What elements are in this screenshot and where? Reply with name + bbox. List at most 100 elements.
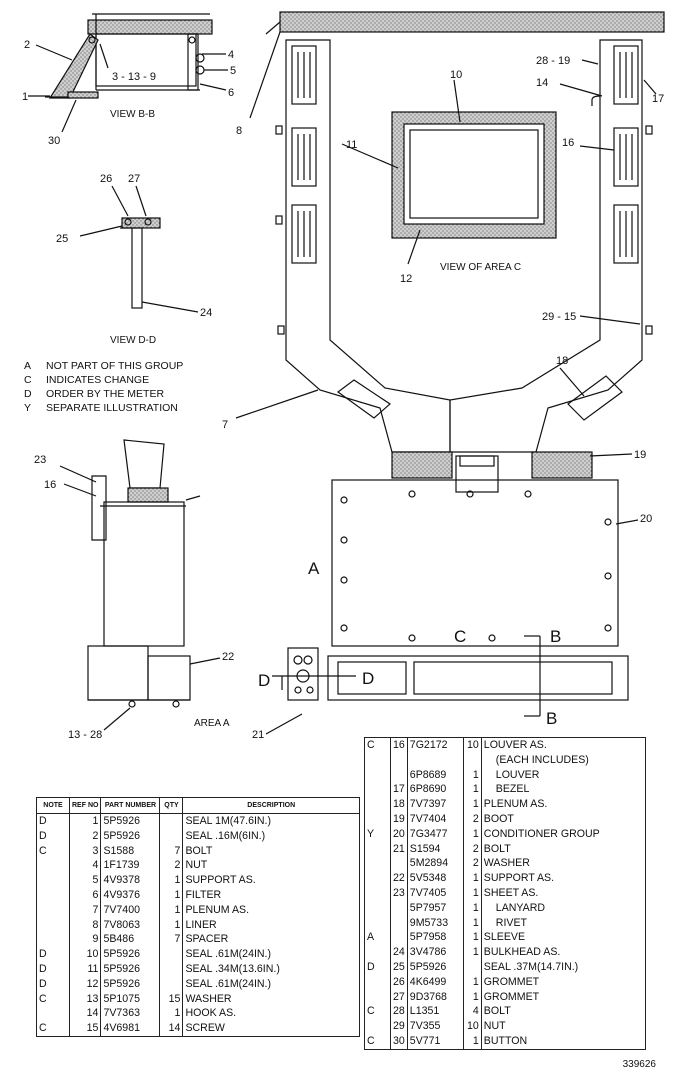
- part-number-cell: 9M5733: [406, 915, 464, 931]
- description-cell: SEAL .34M(13.6IN.): [182, 961, 360, 977]
- part-number-cell: [406, 752, 464, 768]
- callout-14: 14: [536, 77, 548, 89]
- note-cell: [37, 932, 70, 947]
- part-number-cell: S1594: [406, 841, 464, 857]
- part-number-cell: 5B486: [100, 932, 160, 948]
- legend-text: INDICATES CHANGE: [46, 374, 150, 386]
- note-cell: D: [39, 829, 47, 842]
- note-cell: [37, 888, 70, 903]
- part-number-cell: 4V9378: [100, 873, 160, 888]
- ref-cell: 17: [390, 782, 408, 798]
- qty-cell: 1: [462, 871, 482, 886]
- callout-12: 12: [400, 273, 412, 285]
- note-cell: [365, 990, 391, 1005]
- section-letter-b-top: B: [550, 627, 561, 646]
- description-cell: SEAL .16M(6IN.): [182, 828, 360, 844]
- part-number-cell: 5P5926: [100, 813, 160, 829]
- qty-cell: 1: [462, 900, 482, 916]
- part-number-cell: 5P1075: [100, 991, 160, 1007]
- description-cell: BOLT: [480, 841, 646, 857]
- qty-cell: 1: [462, 797, 482, 812]
- part-number-cell: 7V7405: [406, 885, 464, 901]
- part-number-cell: 7V7397: [406, 797, 464, 812]
- callout-19: 19: [634, 449, 646, 461]
- callout-16-right: 16: [562, 137, 574, 149]
- ref-cell: 30: [390, 1033, 408, 1050]
- description-cell: PLENUM AS.: [182, 902, 360, 918]
- area-a-drawing: [59, 439, 221, 731]
- view-area-c-label: VIEW OF AREA C: [440, 262, 521, 273]
- legend-key: D: [24, 388, 32, 400]
- note-cell: C: [367, 1005, 375, 1018]
- ref-cell: 23: [390, 885, 408, 901]
- description-cell: PLENUM AS.: [480, 797, 646, 812]
- description-cell: SCREW: [182, 1021, 360, 1037]
- description-cell: NUT: [182, 858, 360, 874]
- callout-4: 4: [228, 49, 234, 61]
- note-cell: [365, 782, 391, 797]
- note-cell: D: [39, 977, 47, 990]
- qty-cell: 1: [462, 1033, 482, 1050]
- qty-cell: 1: [462, 915, 482, 931]
- view-bb-drawing: [28, 13, 228, 133]
- callout-13-28: 13 - 28: [68, 729, 102, 741]
- qty-cell: 2: [462, 841, 482, 857]
- ref-cell: 8: [68, 917, 101, 933]
- part-number-cell: 5P5926: [100, 976, 160, 992]
- callout-8: 8: [236, 125, 242, 137]
- ref-cell: [390, 915, 408, 931]
- legend-text: NOT PART OF THIS GROUP: [46, 360, 184, 372]
- part-number-cell: 5P7958: [406, 930, 464, 946]
- note-cell: C: [39, 844, 47, 857]
- qty-cell: 7: [159, 932, 183, 948]
- callout-18: 18: [556, 355, 568, 367]
- section-letter-c: C: [454, 627, 466, 646]
- description-cell: CONDITIONER GROUP: [480, 826, 646, 842]
- part-number-cell: 5P5926: [406, 959, 464, 975]
- table-row: (EACH INCLUDES): [365, 752, 646, 768]
- note-cell: [365, 886, 391, 901]
- note-cell: D: [367, 960, 375, 973]
- section-letter-d-right: D: [362, 669, 374, 688]
- note-cell: [365, 871, 391, 886]
- callout-22: 22: [222, 651, 234, 663]
- qty-cell: [159, 947, 183, 962]
- description-cell: LOUVER AS.: [480, 737, 646, 753]
- callout-3-13-9: 3 - 13 - 9: [112, 71, 156, 83]
- callout-7: 7: [222, 419, 228, 431]
- callout-6: 6: [228, 87, 234, 99]
- ref-cell: 25: [390, 959, 408, 975]
- callout-2: 2: [24, 39, 30, 51]
- description-cell: WASHER: [182, 991, 360, 1007]
- ref-cell: 19: [390, 811, 408, 827]
- description-cell: SPACER: [182, 932, 360, 948]
- ref-cell: 21: [390, 841, 408, 857]
- note-cell: C: [39, 1022, 47, 1035]
- view-bb-label: VIEW B-B: [110, 109, 155, 120]
- qty-cell: 10: [462, 737, 482, 753]
- qty-cell: 1: [462, 885, 482, 901]
- part-number-cell: 9D3768: [406, 989, 464, 1005]
- description-cell: LOUVER: [480, 767, 646, 783]
